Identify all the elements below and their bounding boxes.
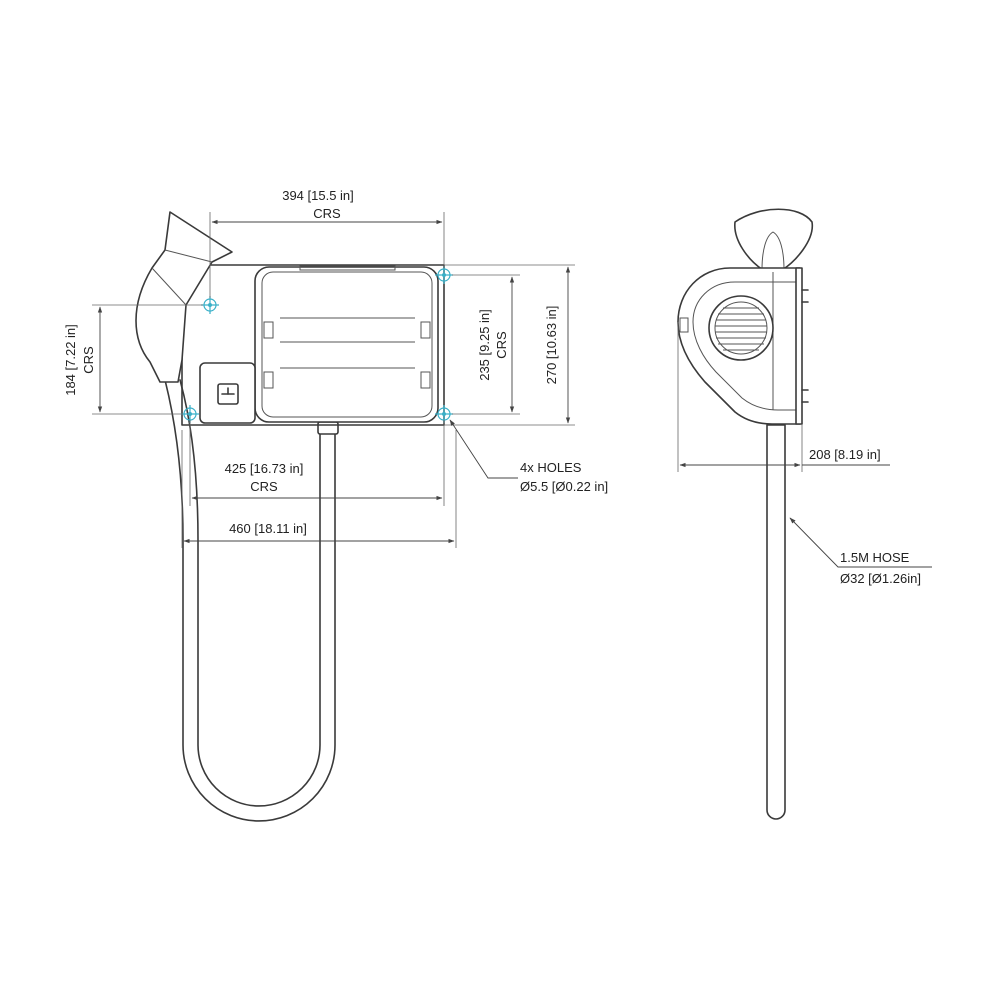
dim-left-height: 184 [7.22 in] xyxy=(63,324,78,396)
hose-callout-line2: Ø32 [Ø1.26in] xyxy=(840,571,921,586)
dim-side-depth: 208 [8.19 in] xyxy=(809,447,881,462)
front-housing xyxy=(254,266,439,423)
dim-mid-height-note: CRS xyxy=(494,331,509,359)
front-view: 394 [15.5 in] CRS 184 [7.22 in] CRS 235 … xyxy=(63,188,608,822)
dim-crs-width: 425 [16.73 in] xyxy=(225,461,304,476)
mount-hole-top-right xyxy=(435,266,453,284)
dim-right-height: 270 [10.63 in] xyxy=(544,306,559,385)
side-funnel xyxy=(734,208,813,271)
front-hose-loop xyxy=(164,379,336,822)
holes-callout-line1: 4x HOLES xyxy=(520,460,582,475)
front-hose-connector xyxy=(317,421,339,435)
dim-top-width-note: CRS xyxy=(313,206,341,221)
dim-top-width: 394 [15.5 in] xyxy=(282,188,354,203)
dim-left-height-note: CRS xyxy=(81,346,96,374)
side-vent-grille xyxy=(708,295,774,361)
dim-crs-width-note: CRS xyxy=(250,479,278,494)
front-nozzle xyxy=(135,211,233,383)
side-hose xyxy=(766,424,786,820)
mount-hole-top-left xyxy=(201,296,219,314)
side-view: 208 [8.19 in] 1.5M HOSE Ø32 [Ø1.26in] xyxy=(677,208,932,820)
dim-mid-height: 235 [9.25 in] xyxy=(477,309,492,381)
holes-leader xyxy=(449,419,518,479)
hose-callout-line1: 1.5M HOSE xyxy=(840,550,910,565)
hose-leader xyxy=(789,517,932,568)
dim-overall-width: 460 [18.11 in] xyxy=(229,521,307,536)
holes-callout-line2: Ø5.5 [Ø0.22 in] xyxy=(520,479,608,494)
side-body xyxy=(677,267,801,425)
side-wall-plate xyxy=(795,267,803,425)
